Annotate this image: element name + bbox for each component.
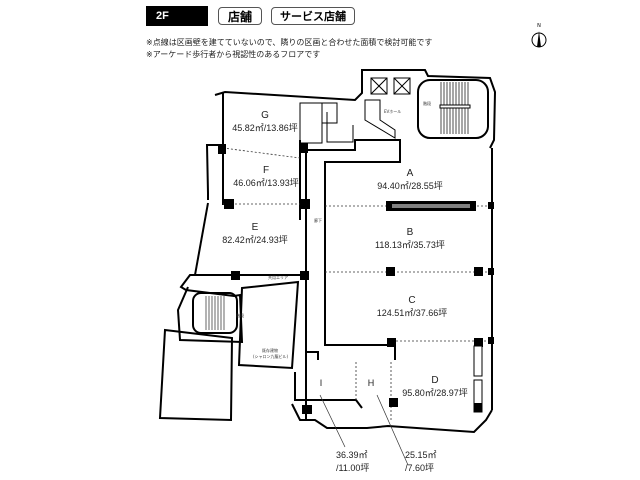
unit-e-name: E: [251, 222, 259, 233]
unit-i-area-tsubo: /11.00坪: [336, 463, 370, 473]
unit-i-area-sqm: 36.39㎡: [336, 450, 368, 460]
unit-i-name: I: [319, 378, 323, 388]
unit-h-area[interactable]: 25.15㎡ /7.60坪: [405, 448, 445, 474]
label-stairs-bottom: 階段: [236, 313, 244, 318]
unit-c-area: 124.51㎡/37.66坪: [376, 308, 448, 318]
unit-c-name: C: [408, 295, 416, 306]
note-dotted-lines: ※点線は区画壁を建てていないので、隣りの区画と合わせた面積で検討可能です: [146, 38, 433, 47]
label-adjacent-building-name: (シャロン九龍ビル): [253, 354, 289, 359]
unit-e[interactable]: E 82.42㎡/24.93坪: [215, 222, 295, 246]
unit-b-name: B: [406, 227, 414, 238]
unit-h-area-tsubo: /7.60坪: [405, 463, 435, 473]
unit-d-name: D: [431, 375, 439, 386]
tag-store: 店舗: [218, 7, 262, 25]
unit-c[interactable]: C 124.51㎡/37.66坪: [367, 295, 457, 319]
label-stairs-top: 階段: [423, 101, 431, 106]
label-elevator-hall: EVホール: [384, 109, 402, 114]
unit-g-area: 45.82㎡/13.86坪: [232, 123, 298, 133]
floor-badge: 2F: [146, 6, 208, 26]
unit-d[interactable]: D 95.80㎡/28.97坪: [395, 375, 475, 399]
unit-a[interactable]: A 94.40㎡/28.55坪: [370, 168, 450, 192]
unit-h-name: H: [367, 378, 375, 388]
note-arcade-visibility: ※アーケード歩行者から視認性のあるフロアです: [146, 50, 321, 59]
north-arrow-icon: N: [531, 21, 547, 51]
label-adjacent-building: 既存建物: [262, 348, 278, 353]
unit-g-name: G: [261, 110, 269, 121]
unit-d-area: 95.80㎡/28.97坪: [402, 388, 468, 398]
unit-b-area: 118.13㎡/35.73坪: [375, 240, 445, 250]
label-common-area: 共用エリア: [268, 275, 288, 280]
unit-b[interactable]: B 118.13㎡/35.73坪: [365, 227, 455, 251]
unit-h-area-sqm: 25.15㎡: [405, 450, 437, 460]
svg-text:N: N: [537, 23, 541, 29]
unit-i-area[interactable]: 36.39㎡ /11.00坪: [336, 448, 376, 474]
unit-f-area: 46.06㎡/13.93坪: [233, 178, 299, 188]
tag-service-store: サービス店舗: [271, 7, 355, 25]
unit-f[interactable]: F 46.06㎡/13.93坪: [228, 165, 304, 189]
label-corridor: 廊下: [314, 218, 322, 223]
unit-g[interactable]: G 45.82㎡/13.86坪: [230, 110, 300, 134]
unit-a-area: 94.40㎡/28.55坪: [377, 181, 443, 191]
unit-f-name: F: [262, 165, 270, 176]
unit-a-name: A: [406, 168, 414, 179]
unit-e-area: 82.42㎡/24.93坪: [222, 235, 288, 245]
